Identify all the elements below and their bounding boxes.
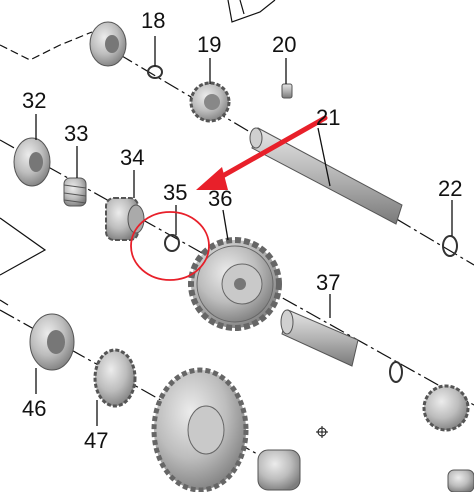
cross-marker [316,426,328,438]
callout-32: 32 [22,88,46,113]
part-20-pin [281,83,293,99]
callout-36: 36 [208,186,232,211]
callout-47: 47 [84,428,108,453]
part-spool-right [447,469,474,492]
callout-22: 22 [438,176,462,201]
part-32-bearing [13,137,51,187]
part-36-gear [188,237,282,331]
part-46-bearing [29,313,75,371]
callout-33: 33 [64,121,88,146]
callout-20: 20 [272,32,296,57]
part-bearing-top [89,21,127,67]
callout-37: 37 [316,270,340,295]
part-35-circlip [164,234,180,252]
part-37-shaft [280,309,359,367]
housing-outline [0,0,276,306]
part-21-shaft [249,127,403,225]
highlight-arrow [196,115,328,190]
callout-labels: 18 19 20 21 22 32 33 34 35 36 37 46 47 [22,8,462,453]
part-19-gear [189,81,231,123]
part-22-circlip [442,235,458,257]
highlight-circle [130,211,210,281]
callout-18: 18 [141,8,165,33]
part-circlip-right [389,361,403,383]
part-spool-bottom [257,449,301,491]
callout-35: 35 [163,180,187,205]
callout-46: 46 [22,396,46,421]
part-33-spring [63,177,87,207]
callout-19: 19 [197,32,221,57]
part-34-gear [105,197,145,241]
leader-lines [35,36,453,426]
part-47-gear [93,348,137,408]
part-18-circlip [147,65,163,79]
part-gear-right [422,384,470,432]
callout-34: 34 [120,145,144,170]
part-large-gear-bottom [151,367,249,492]
callout-21: 21 [316,105,340,130]
